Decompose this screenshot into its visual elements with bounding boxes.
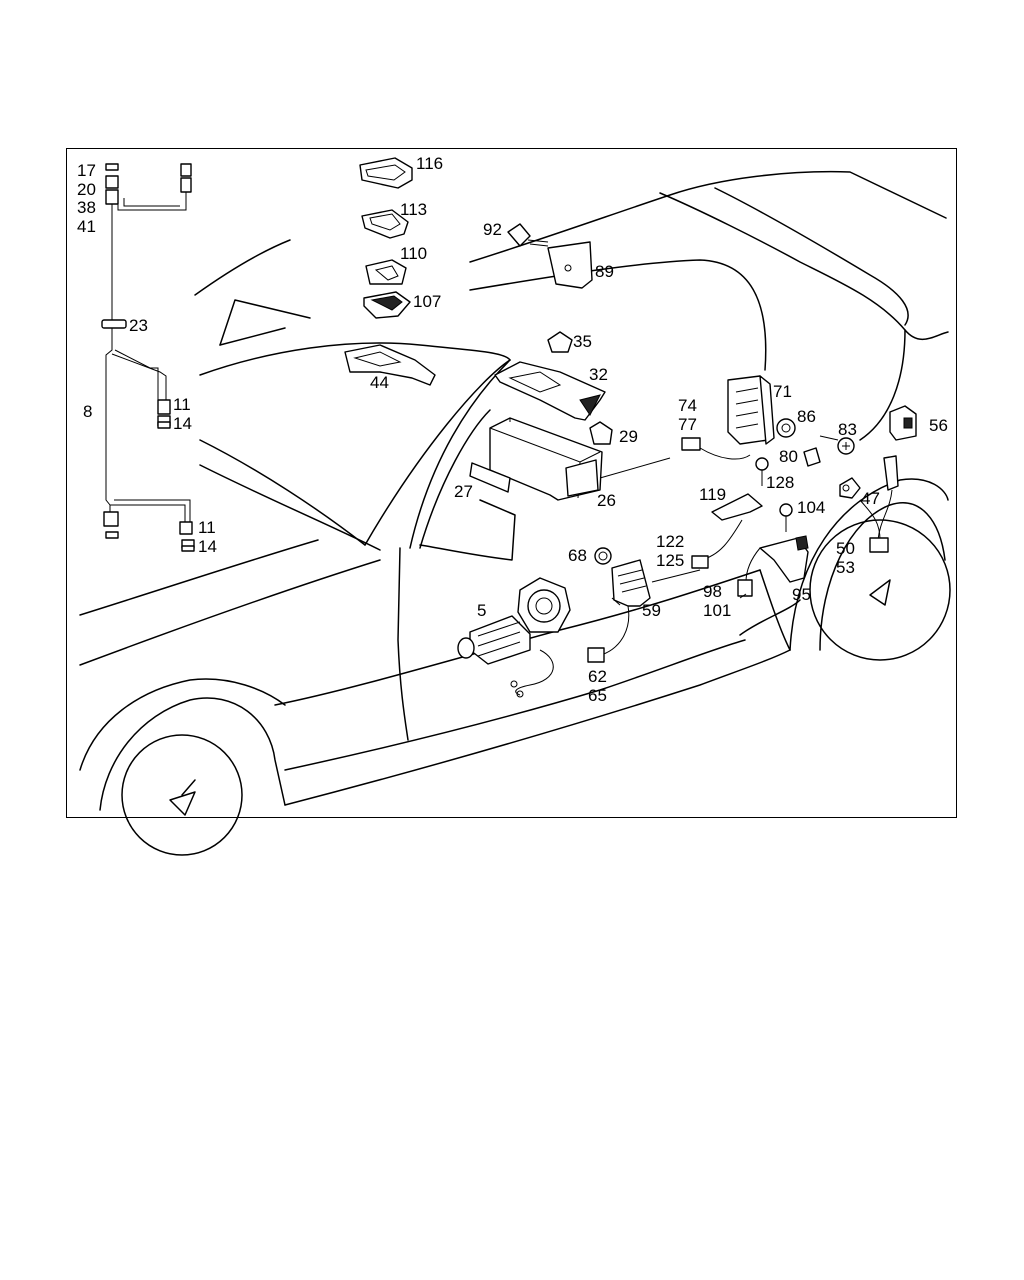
label-27: 27 (454, 482, 473, 501)
label-14-upper: 14 (173, 414, 192, 433)
label-71: 71 (773, 382, 792, 401)
label-56: 56 (929, 416, 948, 435)
leader-lines (599, 457, 747, 606)
label-5: 5 (477, 601, 486, 620)
side-components (681, 375, 917, 597)
label-35: 35 (573, 332, 592, 351)
label-62: 62 (588, 667, 607, 686)
label-113: 113 (400, 200, 427, 219)
label-86: 86 (797, 407, 816, 426)
label-125: 125 (656, 551, 684, 570)
label-80: 80 (779, 447, 798, 466)
callout-labels: 17 20 38 41 23 8 11 14 11 14 116 113 110… (77, 154, 948, 705)
label-59: 59 (642, 601, 661, 620)
label-98: 98 (703, 582, 722, 601)
label-29: 29 (619, 427, 638, 446)
label-44: 44 (370, 373, 389, 392)
label-119: 119 (699, 485, 726, 504)
label-50: 50 (836, 539, 855, 558)
label-41: 41 (77, 217, 96, 236)
control-units (469, 223, 613, 501)
label-83: 83 (838, 420, 857, 439)
label-95: 95 (792, 585, 811, 604)
label-32: 32 (589, 365, 608, 384)
label-101: 101 (703, 601, 731, 620)
label-89: 89 (595, 262, 614, 281)
label-128: 128 (766, 473, 794, 492)
label-53: 53 (836, 558, 855, 577)
label-11-upper: 11 (173, 395, 191, 414)
diagram-frame (66, 148, 957, 818)
label-122: 122 (656, 532, 684, 551)
label-14-lower: 14 (198, 537, 217, 556)
label-47: 47 (861, 489, 880, 508)
label-17: 17 (77, 161, 96, 180)
label-20: 20 (77, 180, 96, 199)
label-23: 23 (129, 316, 148, 335)
window-motor-assembly (457, 547, 651, 698)
car-body-outline (79, 170, 951, 856)
label-65: 65 (588, 686, 607, 705)
label-92: 92 (483, 220, 502, 239)
label-74: 74 (678, 396, 697, 415)
label-11-lower: 11 (198, 518, 216, 537)
switch-bezels (344, 157, 436, 386)
label-26: 26 (597, 491, 616, 510)
label-116: 116 (416, 154, 443, 173)
wiring-harness (101, 163, 195, 552)
label-8: 8 (83, 402, 92, 421)
label-77: 77 (678, 415, 697, 434)
label-107: 107 (413, 292, 441, 311)
label-68: 68 (568, 546, 587, 565)
label-38: 38 (77, 198, 96, 217)
label-104: 104 (797, 498, 825, 517)
label-110: 110 (400, 244, 427, 263)
